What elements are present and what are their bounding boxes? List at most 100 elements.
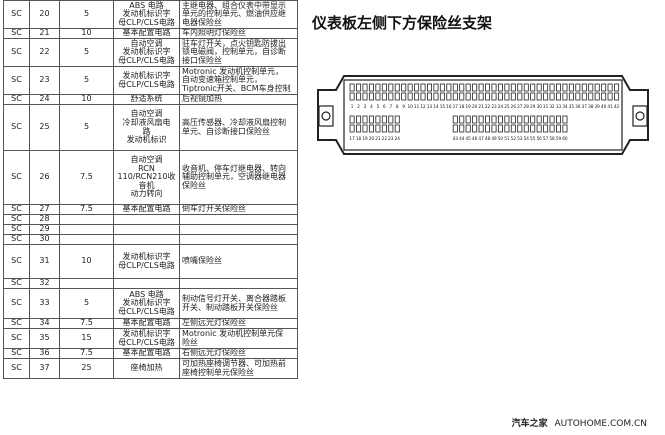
fuse-slot	[594, 92, 600, 101]
fuse-slot-label: 35	[569, 104, 575, 109]
fuse-slot	[485, 83, 491, 92]
fuse-amperage-cell: 25	[59, 358, 114, 379]
fuse-slot	[420, 83, 426, 92]
fuse-slot	[517, 124, 523, 133]
fuse-slot	[530, 92, 536, 101]
fuse-slot	[510, 124, 516, 133]
fuse-slot	[530, 124, 536, 133]
fuse-prefix-cell: SC	[3, 288, 30, 319]
fuse-slot-label: 17	[453, 104, 459, 109]
fuse-slot-label: 31	[543, 104, 549, 109]
fuse-slot	[472, 83, 478, 92]
fuse-slot-label: 28	[524, 104, 530, 109]
fuse-slot	[523, 92, 529, 101]
fuse-slot-label: 37	[582, 104, 588, 109]
fuse-slot	[472, 115, 478, 124]
fuse-amperage-cell: 10	[59, 28, 114, 39]
fuse-slot	[575, 92, 581, 101]
fuse-slot-label: 23	[388, 136, 394, 141]
fuse-slot	[459, 124, 465, 133]
fuse-slot	[446, 92, 452, 101]
fuse-amperage-cell	[59, 234, 114, 245]
fuse-amperage-cell: 7.5	[59, 348, 114, 359]
fuse-slot	[420, 92, 426, 101]
fuse-description-cell: 主继电器、组合仪表中带显示 单元的控制单元、燃油供应继 电器保险丝	[179, 0, 298, 29]
fuse-slot-label: 38	[588, 104, 594, 109]
fuse-circuit-cell: 发动机标识字 母CLP/CLS电路	[113, 244, 180, 279]
left-mount-hole-icon	[321, 111, 331, 121]
fuse-slot	[433, 83, 439, 92]
fuse-description-cell	[179, 234, 298, 245]
fuse-description-cell	[179, 214, 298, 225]
fuse-slot	[555, 92, 561, 101]
fuse-slot	[472, 92, 478, 101]
fuse-circuit-cell	[113, 214, 180, 225]
fuse-slot	[497, 83, 503, 92]
fuse-slot	[543, 115, 549, 124]
fuse-slot	[439, 83, 445, 92]
fuse-slot	[581, 92, 587, 101]
fuse-slot	[427, 92, 433, 101]
fuse-slot-label: 10	[407, 104, 413, 109]
fuse-number-cell: 26	[29, 150, 60, 205]
fuse-slot-label: 47	[478, 136, 484, 141]
fuse-slot	[504, 124, 510, 133]
fuse-slot	[491, 92, 497, 101]
fuse-circuit-cell: ABS 电路 发动机标识字 母CLP/CLS电路	[113, 0, 180, 29]
fuse-prefix-cell: SC	[3, 94, 30, 105]
fuse-slot	[485, 92, 491, 101]
fuse-slot	[433, 92, 439, 101]
fuse-slot	[446, 83, 452, 92]
fuse-slot	[536, 83, 542, 92]
fuse-circuit-cell	[113, 224, 180, 235]
fuse-slot-label: 41	[607, 104, 613, 109]
fuse-slot	[356, 92, 362, 101]
fuse-slot	[510, 83, 516, 92]
fuse-slot	[491, 115, 497, 124]
fuse-number-cell: 28	[29, 214, 60, 225]
fuse-slot	[555, 124, 561, 133]
fuse-slot-label: 51	[504, 136, 510, 141]
fuse-slot	[459, 83, 465, 92]
fuse-slot	[465, 83, 471, 92]
fuse-slot	[536, 115, 542, 124]
fuse-slot	[568, 92, 574, 101]
diagram-title: 仪表板左侧下方保险丝支架	[312, 14, 493, 32]
fuse-circuit-cell: 自动空调 冷却液风扇电 路 发动机标识	[113, 104, 180, 151]
fuse-slot-label: 32	[549, 104, 555, 109]
fuse-slot-label: 22	[382, 136, 388, 141]
fuse-prefix-cell: SC	[3, 38, 30, 67]
fuse-slot-label: 9	[402, 104, 405, 109]
fuse-slot	[543, 124, 549, 133]
watermark-url: AUTOHOME.COM.CN	[554, 419, 647, 429]
fuse-slot	[362, 115, 368, 124]
fuse-slot	[362, 92, 368, 101]
fuse-slot	[452, 124, 458, 133]
fuse-prefix-cell: SC	[3, 224, 30, 235]
fuse-slot-label: 54	[524, 136, 530, 141]
fuse-circuit-cell: 发动机标识字 母CLP/CLS电路	[113, 328, 180, 349]
fuse-slot	[459, 92, 465, 101]
fuse-slot	[581, 83, 587, 92]
fuse-amperage-cell	[59, 224, 114, 235]
fuse-slot	[465, 124, 471, 133]
fuse-slot-label: 20	[369, 136, 375, 141]
fuse-slot-label: 20	[472, 104, 478, 109]
fuse-slot-label: 18	[356, 136, 362, 141]
fuse-slot-label: 21	[478, 104, 484, 109]
fuse-prefix-cell: SC	[3, 104, 30, 151]
fuse-slot	[491, 83, 497, 92]
fuse-slot	[497, 124, 503, 133]
fuse-description-cell: 车内照明灯保险丝	[179, 28, 298, 39]
fuse-description-cell: 可加热座椅调节器、可加热前 座椅控制单元保险丝	[179, 358, 298, 379]
fuse-slot	[588, 83, 594, 92]
fuse-slot	[427, 83, 433, 92]
fuse-slot	[401, 92, 407, 101]
fuse-amperage-cell: 10	[59, 94, 114, 105]
